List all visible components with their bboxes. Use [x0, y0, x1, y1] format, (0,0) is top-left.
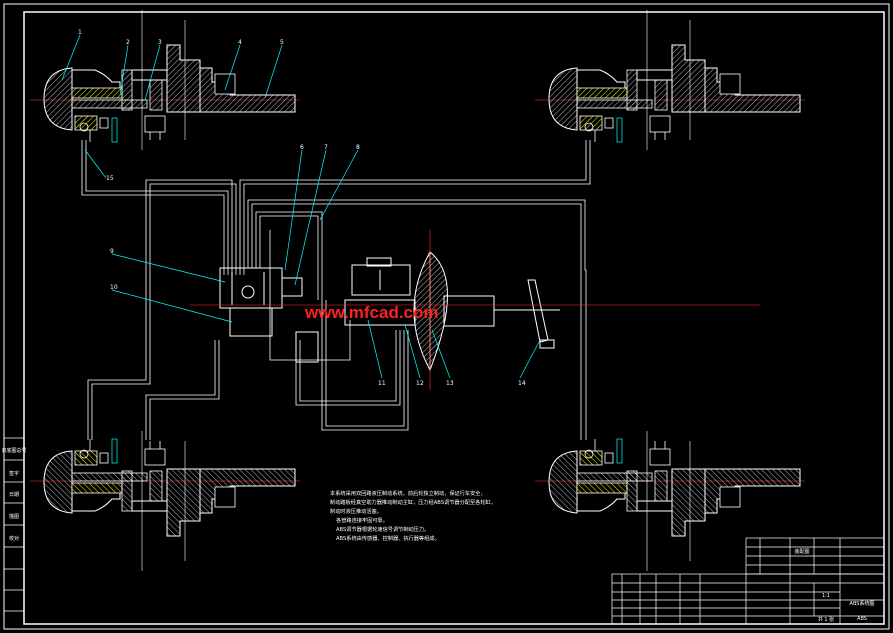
side-label-column [4, 437, 24, 612]
callout-1: 1 [78, 29, 82, 36]
side-label-4: 校对 [9, 535, 19, 542]
inner-frame [23, 11, 885, 625]
callout-6: 6 [300, 144, 304, 151]
wheel-brake-front-right [534, 9, 806, 151]
callout-8: 8 [356, 144, 360, 151]
title-block [611, 537, 885, 625]
drawing-project: 装配图 [794, 548, 809, 555]
side-label-1: 签字 [9, 470, 19, 477]
watermark: www.mfcad.com [304, 303, 439, 322]
brake-pedal [520, 279, 560, 349]
drawing-scale: 1:1 [822, 593, 830, 599]
callouts: 1 2 3 4 5 6 7 8 9 10 11 12 13 14 15 [78, 29, 526, 387]
note-line-3: 各管路连接牢固可靠。 [336, 516, 388, 524]
callout-10: 10 [110, 284, 118, 291]
side-label-2: 日期 [9, 492, 19, 498]
callout-14: 14 [518, 380, 526, 387]
callout-7: 7 [324, 144, 328, 151]
callout-4: 4 [238, 39, 242, 46]
callout-15: 15 [106, 175, 114, 182]
callout-12: 12 [416, 380, 424, 387]
note-line-0: 本系统采用双回路液压制动系统，前后轮独立制动，保证行车安全， [330, 489, 486, 497]
title-block-text: ABS系统图 ABS 1:1 共 1 张 装配图 [794, 548, 874, 623]
callout-9: 9 [110, 248, 114, 255]
note-line-5: ABS系统由传感器、控制器、执行器等组成。 [336, 534, 440, 542]
technical-notes: 本系统采用双回路液压制动系统，前后轮独立制动，保证行车安全， 制动踏板经真空助力… [330, 489, 496, 542]
side-label-3: 描图 [9, 513, 19, 520]
callout-3: 3 [158, 39, 162, 46]
brake-pipes [81, 140, 591, 440]
wheel-brake-rear-left [29, 430, 301, 572]
abs-modulator [219, 267, 319, 363]
side-label-0: 旧底图总号 [1, 447, 26, 454]
leader-lines [61, 34, 541, 379]
note-line-4: ABS调节器根据轮速信号调节制动压力。 [336, 525, 429, 533]
callout-5: 5 [280, 39, 284, 46]
centerlines [190, 230, 760, 390]
drawing-code: ABS [857, 616, 867, 622]
drawing-sheet: 共 1 张 [818, 616, 834, 623]
wheel-brake-rear-right [534, 430, 806, 572]
note-line-2: 制动时液压推动活塞。 [330, 507, 382, 515]
wheel-brake-front-left [29, 9, 301, 151]
callout-2: 2 [126, 39, 130, 46]
outer-frame [3, 3, 890, 630]
drawing-name: ABS系统图 [850, 600, 875, 607]
callout-11: 11 [378, 380, 386, 387]
note-line-1: 制动踏板经真空助力器推动制动主缸，压力经ABS调节器分配至各轮缸， [330, 498, 496, 506]
callout-13: 13 [446, 380, 454, 387]
